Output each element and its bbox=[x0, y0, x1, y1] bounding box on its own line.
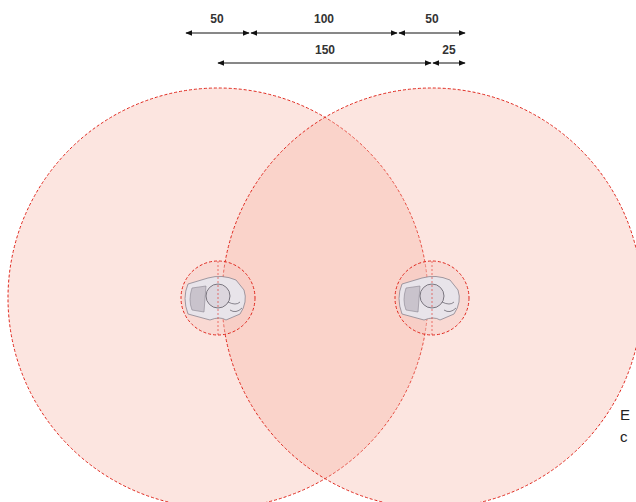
dimension-arrows bbox=[186, 33, 465, 63]
zone-circle bbox=[222, 88, 636, 502]
dimension-label: 100 bbox=[314, 12, 334, 26]
dimension-label: 50 bbox=[425, 12, 438, 26]
side-text: E bbox=[620, 408, 630, 422]
dimension-label: 150 bbox=[315, 43, 335, 57]
dimension-label: 50 bbox=[210, 12, 223, 26]
person-icon bbox=[395, 261, 469, 335]
dimension-label: 25 bbox=[442, 43, 455, 57]
person-icon bbox=[181, 261, 255, 335]
side-text: c bbox=[620, 430, 628, 444]
